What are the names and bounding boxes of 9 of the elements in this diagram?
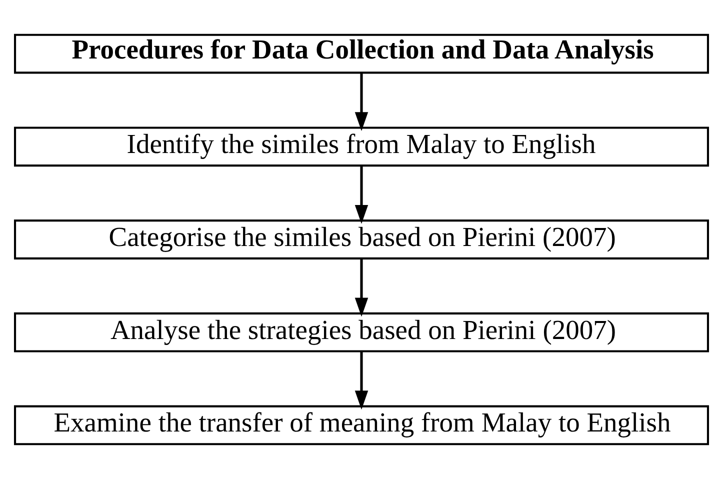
node-box: Identify the similes from Malay to English [14,126,710,167]
node-box: Procedures for Data Collection and Data Analysis [14,34,710,74]
node-box: Categorise the similes based on Pierini (2007) [14,220,710,260]
node-box: Analyse the strategies based on Pierini (2007) [14,312,710,352]
arrow [354,258,368,317]
arrow [354,351,368,410]
arrow [354,72,368,132]
node-box: Examine the transfer of meaning from Malay to English [14,405,710,446]
arrow [354,166,368,224]
